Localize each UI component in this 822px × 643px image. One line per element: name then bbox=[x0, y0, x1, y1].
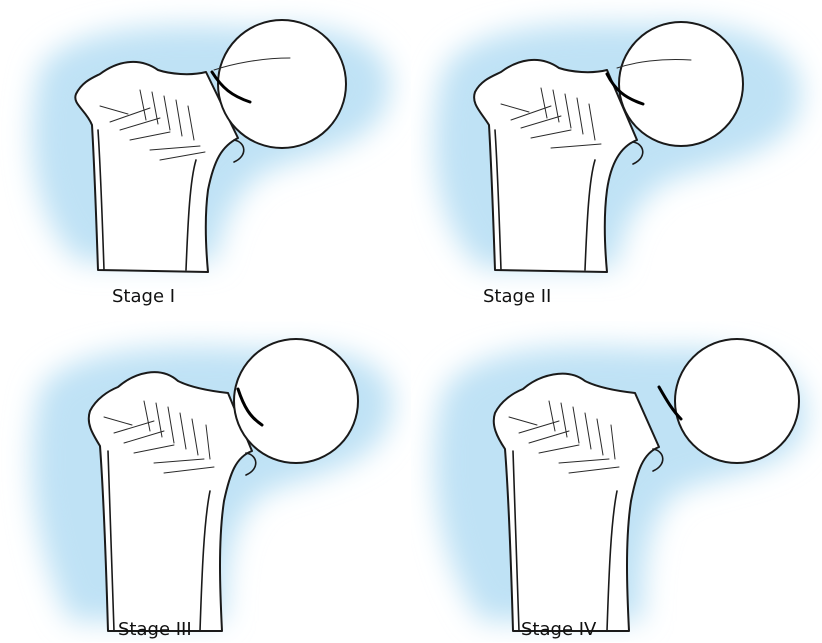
stage-2-femur-illustration bbox=[411, 0, 822, 321]
stage-1-label: Stage I bbox=[112, 286, 175, 307]
femoral-head bbox=[218, 20, 346, 148]
stage-2-panel: Stage II bbox=[411, 0, 822, 321]
femoral-head bbox=[619, 22, 743, 146]
stage-3-label: Stage III bbox=[118, 619, 192, 640]
stage-3-panel: Stage III bbox=[0, 321, 411, 642]
stage-3-femur-illustration bbox=[0, 321, 411, 642]
stage-1-femur-illustration bbox=[0, 0, 411, 321]
femoral-head bbox=[234, 339, 358, 463]
femoral-head bbox=[675, 339, 799, 463]
stage-1-panel: Stage I bbox=[0, 0, 411, 321]
stage-4-femur-illustration bbox=[411, 321, 822, 642]
stage-2-label: Stage II bbox=[483, 286, 551, 307]
stage-4-panel: Stage IV bbox=[411, 321, 822, 642]
stage-4-label: Stage IV bbox=[521, 619, 596, 640]
